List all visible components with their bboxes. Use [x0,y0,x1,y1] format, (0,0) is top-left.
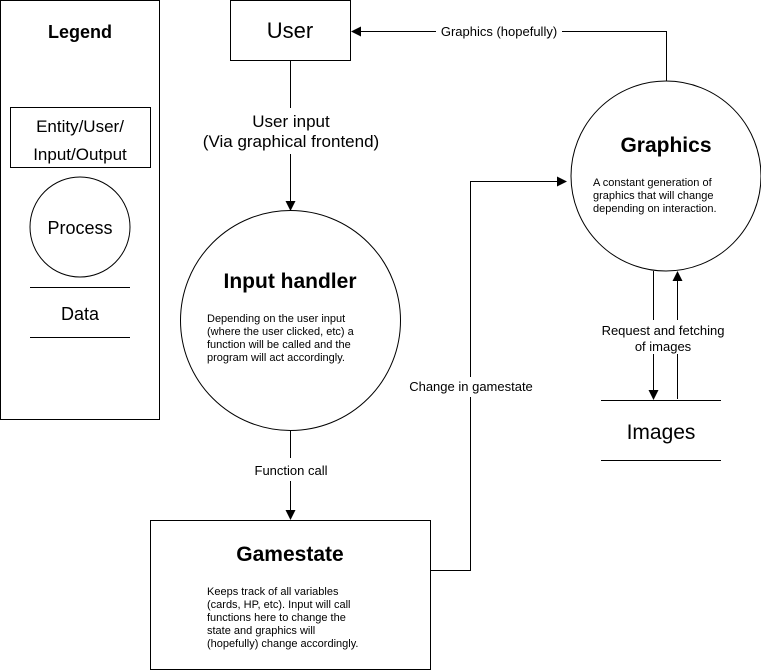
graphics-desc-line3: depending on interaction. [593,203,717,215]
change-gamestate-arrow [431,176,567,571]
input-handler-circle [180,210,401,431]
images-datastore: Images [601,400,721,461]
graphics-title: Graphics [620,134,711,157]
gamestate-box [150,520,431,670]
gamestate-entity: Gamestate Keeps track of all variables (… [150,520,431,670]
user-entity: User [230,0,351,61]
input-handler-desc-line3: function will be called and the [207,339,351,351]
gamestate-desc-line5: (hopefully) change accordingly. [207,638,358,650]
function-call-label: Function call [255,463,328,478]
gamestate-desc-line2: (cards, HP, etc). Input will call [207,599,350,611]
user-input-label-line2: (Via graphical frontend) [203,132,379,151]
gamestate-desc-line3: functions here to change the [207,612,346,624]
legend-entity-symbol [10,107,151,168]
user-input-label-bg [192,108,390,154]
input-handler-title: Input handler [224,270,357,293]
legend-entity-label-line1: Entity/User/ [36,117,124,136]
legend-title: Legend [48,22,112,42]
legend-panel: Legend Entity/User/ Input/Output Process… [0,0,160,420]
gamestate-desc-line4: state and graphics will [207,625,315,637]
change-gamestate-label-bg [402,377,540,397]
graphics-circle [570,80,761,272]
input-handler-desc-line4: program will act accordingly. [207,352,345,364]
images-label: Images [627,421,696,444]
graphics-process: Graphics A constant generation of graphi… [570,80,761,272]
request-images-label-line2: of images [635,339,692,354]
graphics-desc-line1: A constant generation of [593,177,713,189]
request-images-label-line1: Request and fetching [602,323,725,338]
gamestate-desc-line1: Keeps track of all variables [207,586,339,598]
input-handler-desc-line2: (where the user clicked, etc) a [207,326,355,338]
graphics-hopefully-label-bg [436,23,562,41]
graphics-desc-line2: graphics that will change [593,190,713,202]
user-input-label-line1: User input [252,112,330,131]
legend-data-label: Data [61,304,100,324]
change-gamestate-label: Change in gamestate [409,379,533,394]
user-label: User [267,18,313,43]
input-handler-desc-line1: Depending on the user input [207,313,345,325]
legend-process-symbol [29,176,131,278]
function-call-label-bg [246,459,336,481]
input-handler-process: Input handler Depending on the user inpu… [180,210,401,431]
graphics-hopefully-label: Graphics (hopefully) [441,24,557,39]
request-images-label-bg [594,320,732,354]
legend-process-label: Process [47,218,112,238]
user-box [230,0,351,61]
legend-entity-label-line2: Input/Output [33,145,127,164]
gamestate-title: Gamestate [236,543,343,566]
